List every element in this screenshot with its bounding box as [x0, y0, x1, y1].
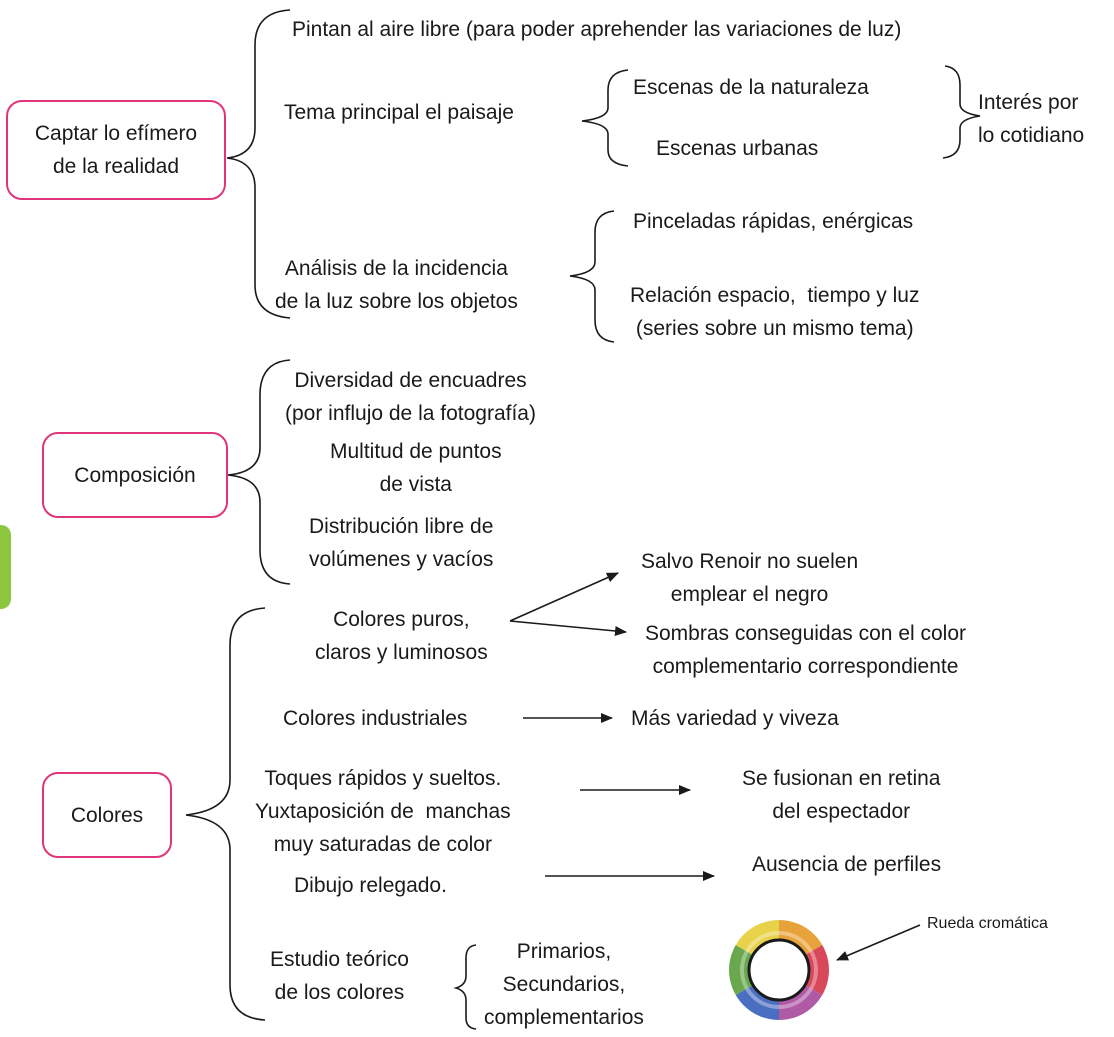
node-sombras: Sombras conseguidas con el color complem… — [645, 622, 967, 678]
arrow-renoir — [509, 572, 619, 622]
node-variedad: Más variedad y viveza — [631, 707, 839, 730]
brace-captar — [226, 9, 291, 319]
brace-tema — [581, 69, 629, 167]
node-aire-libre: Pintan al aire libre (para poder aprehen… — [292, 18, 902, 41]
node-interes: Interés por lo cotidiano — [978, 91, 1085, 147]
node-toques: Toques rápidos y sueltos. Yuxtaposición … — [255, 767, 511, 856]
node-naturaleza: Escenas de la naturaleza — [633, 76, 869, 99]
brace-interes — [942, 65, 981, 159]
node-puros: Colores puros, claros y luminosos — [315, 608, 488, 664]
label-rueda: Rueda cromática — [927, 915, 1048, 932]
box-captar: Captar lo efímero de la realidad — [6, 100, 226, 200]
node-estudio: Estudio teórico de los colores — [270, 948, 409, 1004]
node-distribucion: Distribución libre de volúmenes y vacíos — [309, 515, 494, 571]
box-colores: Colores — [42, 772, 172, 858]
node-perfiles: Ausencia de perfiles — [752, 853, 942, 876]
brace-estudio — [453, 944, 477, 1030]
node-tema: Tema principal el paisaje — [284, 101, 514, 124]
node-puntos: Multitud de puntos de vista — [330, 440, 502, 496]
side-tab — [0, 525, 11, 609]
node-encuadres: Diversidad de encuadres (por influjo de … — [285, 369, 536, 425]
node-fusionan: Se fusionan en retina del espectador — [742, 767, 941, 823]
node-industriales: Colores industriales — [283, 707, 468, 730]
arrow-rueda — [836, 924, 921, 961]
brace-composicion — [227, 359, 291, 585]
box-composicion: Composición — [42, 432, 228, 518]
node-dibujo: Dibujo relegado. — [294, 874, 447, 897]
arrow-sombras — [509, 620, 627, 636]
color-wheel-image — [729, 920, 829, 1020]
brace-colores — [185, 607, 266, 1021]
node-relacion: Relación espacio, tiempo y luz (series s… — [630, 284, 920, 340]
node-urbanas: Escenas urbanas — [656, 137, 819, 160]
node-pinceladas: Pinceladas rápidas, enérgicas — [633, 210, 914, 233]
node-renoir: Salvo Renoir no suelen emplear el negro — [641, 550, 859, 606]
brace-analisis — [569, 210, 615, 343]
node-tipos: Primarios, Secundarios, complementarios — [484, 940, 644, 1029]
node-analisis: Análisis de la incidencia de la luz sobr… — [275, 257, 518, 313]
